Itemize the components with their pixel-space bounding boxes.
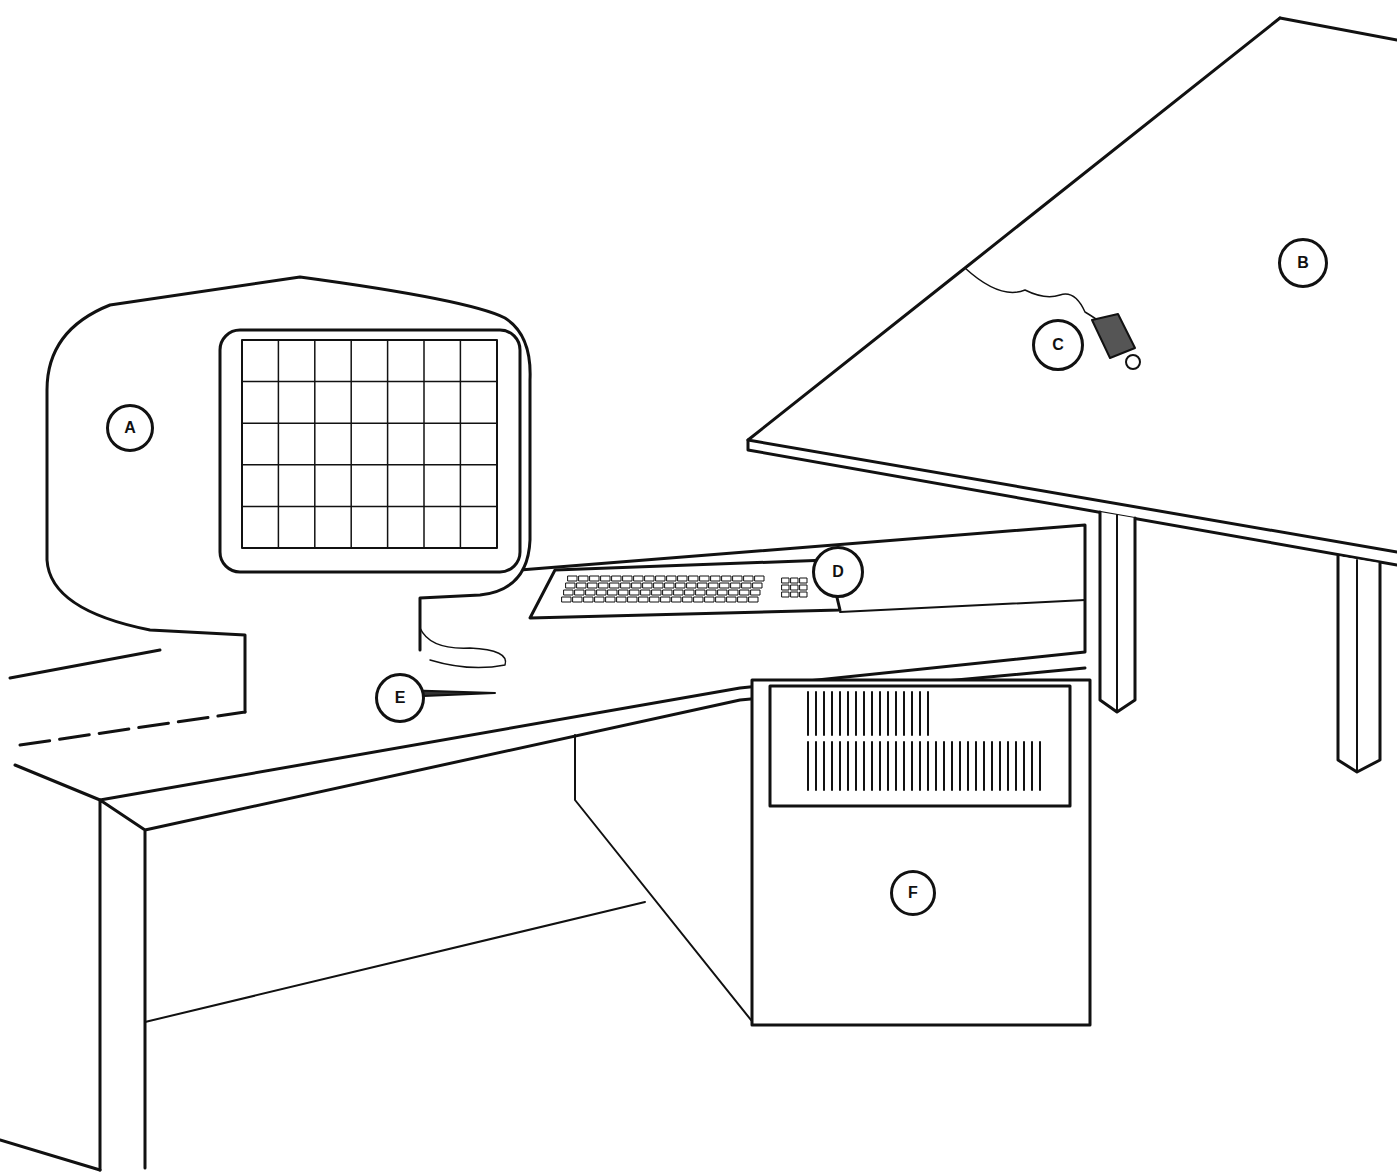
desk-back-edge bbox=[10, 650, 160, 678]
keys bbox=[562, 576, 807, 602]
callout-letter: F bbox=[890, 870, 936, 916]
desk-back-edge bbox=[20, 712, 245, 745]
desk-leg-side bbox=[0, 1140, 100, 1170]
monitor-screen bbox=[242, 340, 497, 548]
modesty-panel bbox=[145, 902, 645, 1022]
table-leg-edge bbox=[1356, 560, 1358, 772]
desk-seam bbox=[840, 600, 1085, 612]
pen-cable bbox=[420, 628, 506, 668]
stylus-cord bbox=[965, 268, 1100, 322]
table-leg bbox=[1338, 556, 1380, 772]
keyboard bbox=[530, 560, 840, 618]
stylus-puck bbox=[1092, 314, 1135, 358]
table-leg-edge bbox=[1116, 515, 1118, 712]
callout-letter: D bbox=[812, 546, 864, 598]
table-top bbox=[748, 18, 1397, 552]
vent-panel bbox=[770, 686, 1070, 806]
screen-grid bbox=[242, 340, 497, 548]
vent-slots bbox=[808, 692, 1040, 790]
stylus-button bbox=[1126, 355, 1140, 369]
callout-letter: A bbox=[106, 404, 154, 452]
desk-inner-edge bbox=[575, 735, 755, 1025]
monitor-housing bbox=[47, 277, 530, 712]
callout-letter: B bbox=[1278, 238, 1328, 288]
callout-letter: C bbox=[1032, 319, 1084, 371]
table-edge bbox=[1280, 18, 1397, 40]
monitor-bezel bbox=[220, 330, 520, 572]
table-leg bbox=[1100, 512, 1135, 712]
callout-letter: E bbox=[375, 673, 425, 723]
cabinet bbox=[752, 680, 1090, 1025]
